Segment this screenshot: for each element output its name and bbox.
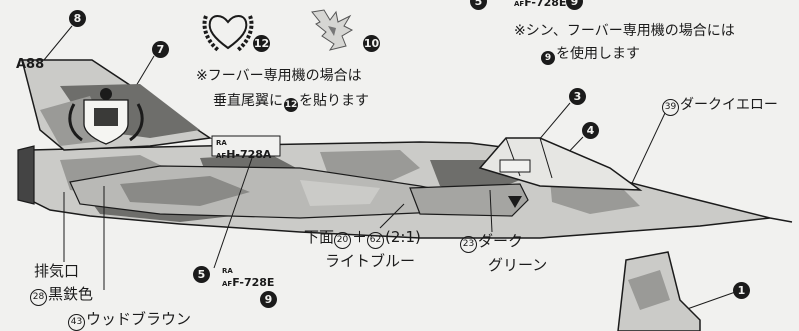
- callout-badge-9: 9: [260, 291, 277, 308]
- inline-badge-12: 12: [284, 98, 298, 112]
- eagle-emblem: [311, 9, 354, 51]
- tail-code-a88: A88: [16, 57, 45, 72]
- callout-badge-8: 8: [69, 10, 86, 27]
- decal-rfaf-f728e-lower: RA AFF-728E: [222, 267, 275, 289]
- label-exhaust: 排気口: [34, 262, 80, 280]
- callout-badge-10: 10: [363, 35, 380, 52]
- note-hoover-line1: ※フーバー専用機の場合は: [196, 68, 362, 84]
- callout-badge-4: 4: [582, 122, 599, 139]
- callout-badge-5: 5: [193, 266, 210, 283]
- callout-badge-7: 7: [152, 41, 169, 58]
- callout-badge-5-top: 5: [470, 0, 487, 10]
- color-label-23-dark-green-2: グリーン: [488, 256, 548, 274]
- decal-rfaf-f728e-top: AFF-728E: [514, 0, 567, 9]
- callout-badge-1: 1: [733, 282, 750, 299]
- decal-rfaf-h728a: RA AFH-728A: [216, 139, 272, 161]
- heart-wreath-emblem: [202, 15, 254, 52]
- inline-badge-9: 9: [541, 51, 555, 65]
- callout-badge-9-top: 9: [566, 0, 583, 10]
- color-label-light-blue: ライトブルー: [325, 252, 416, 270]
- tail-crest-emblem: [68, 88, 144, 145]
- note-shin-hoover-line1: ※シン、フーバー専用機の場合には: [514, 23, 735, 39]
- callout-badge-12: 12: [253, 35, 270, 52]
- callout-badge-3: 3: [569, 88, 586, 105]
